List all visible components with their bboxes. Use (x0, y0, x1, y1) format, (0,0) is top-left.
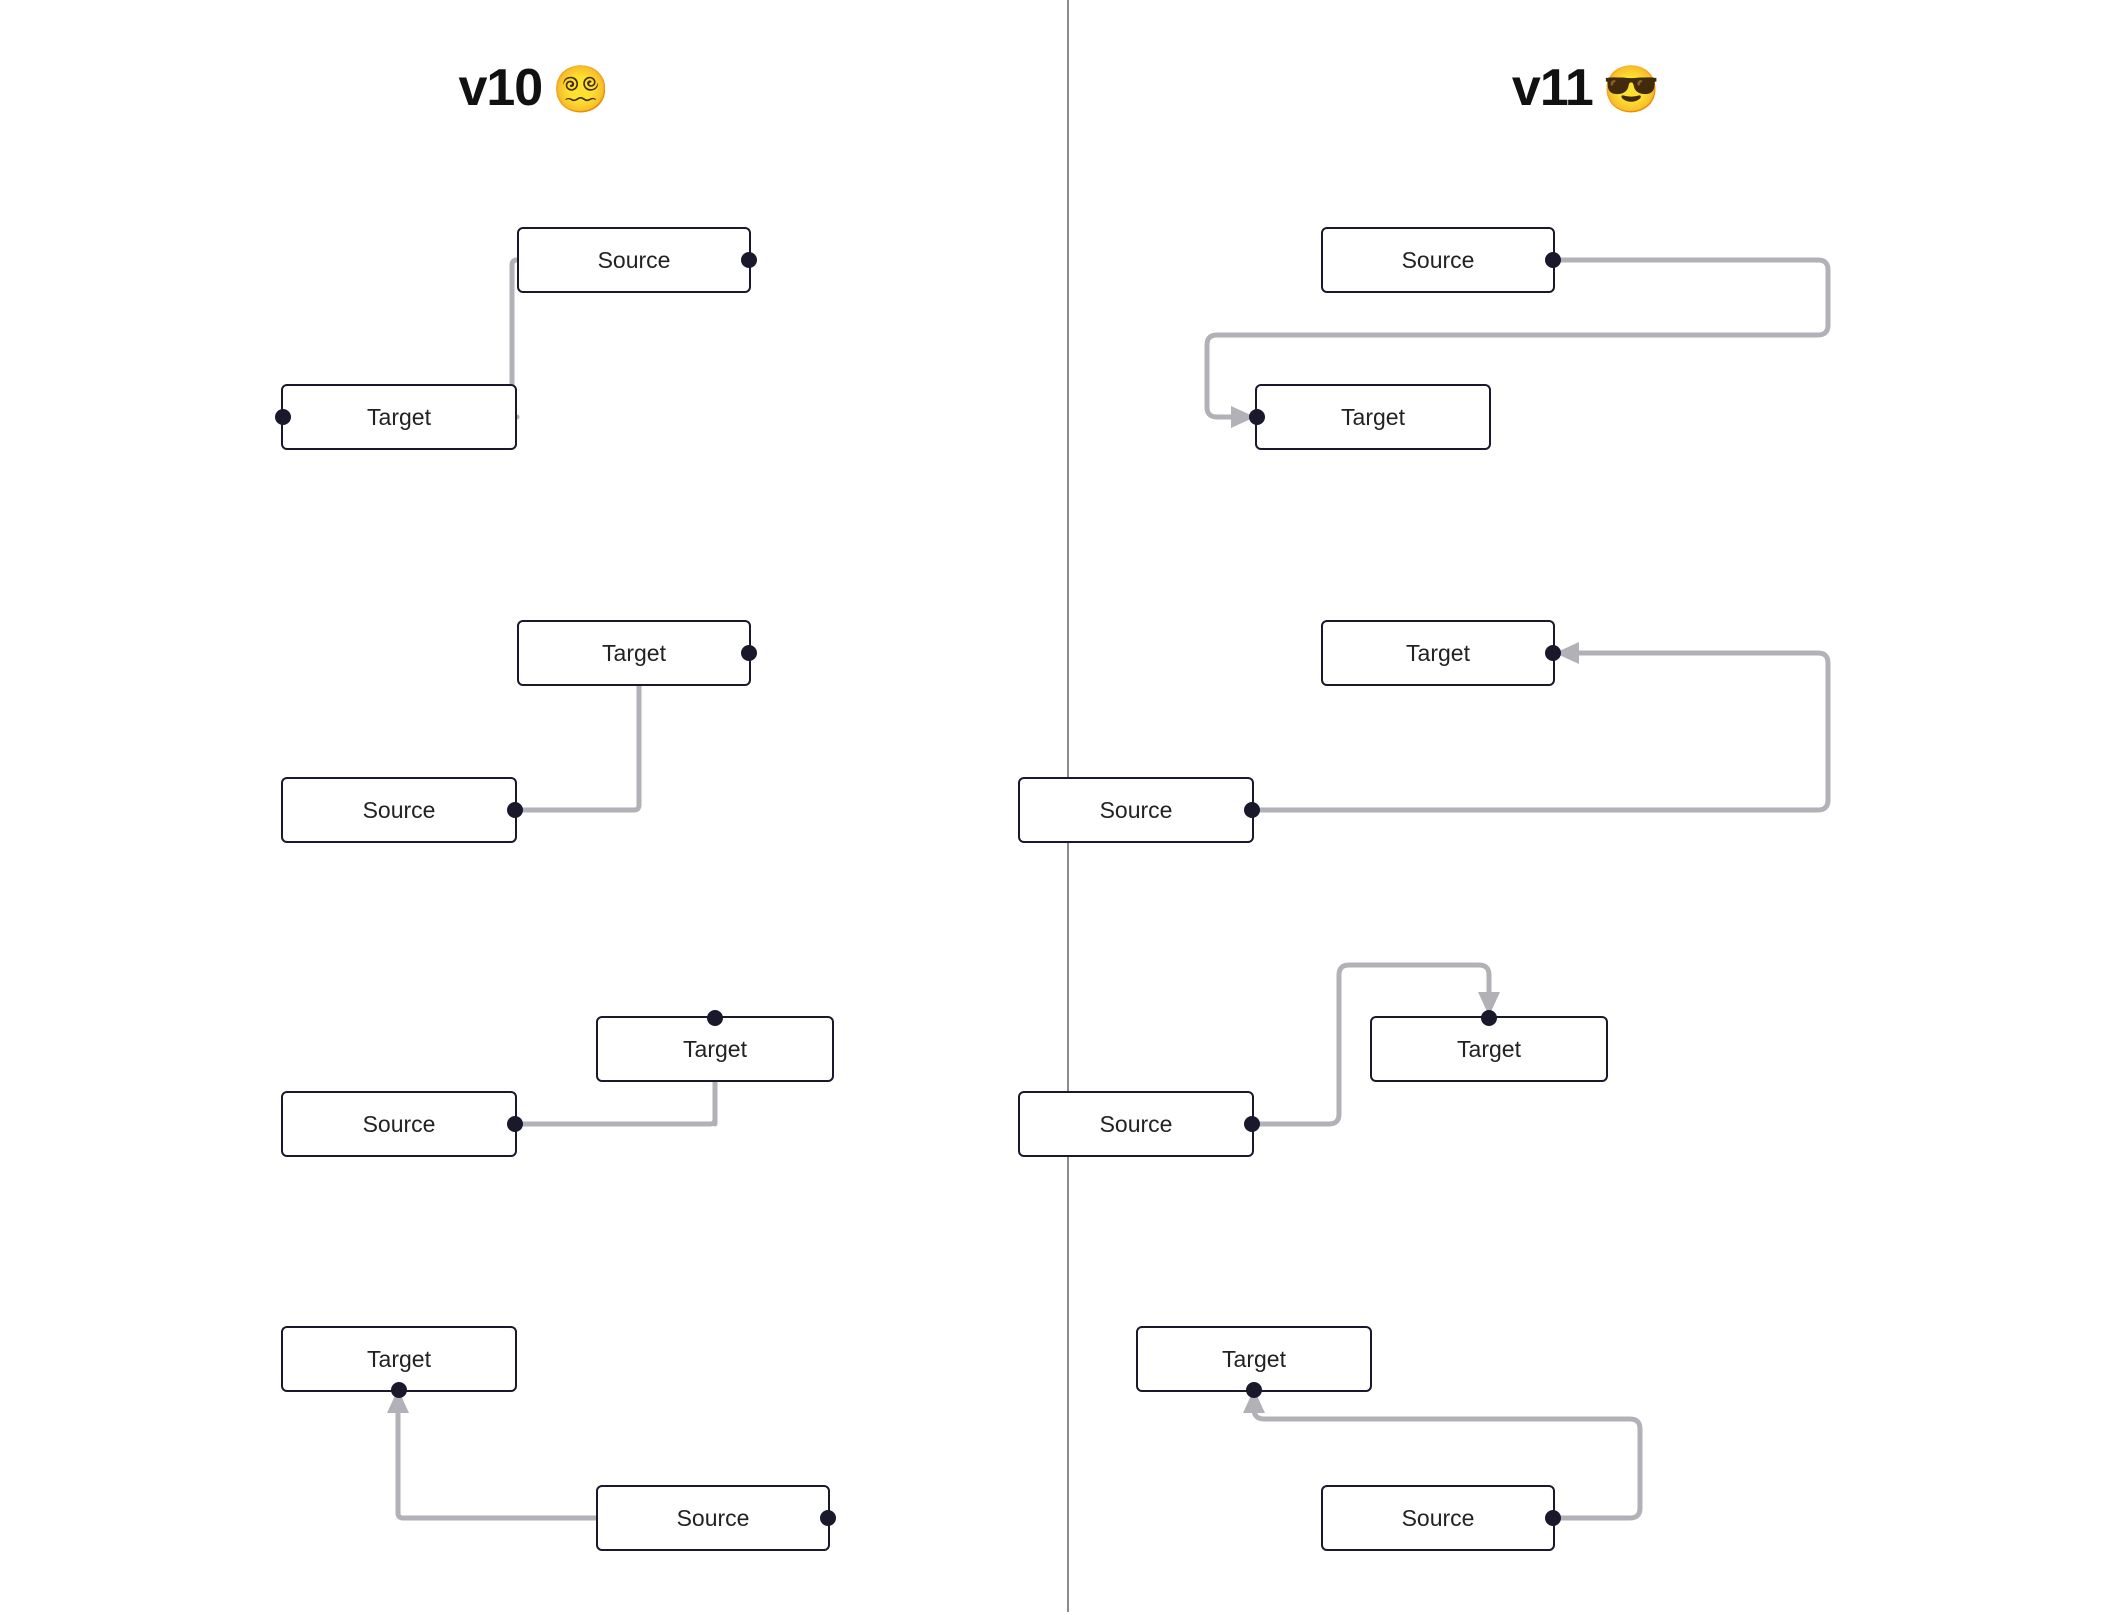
arrowhead-v10-case-4 (387, 1389, 409, 1413)
node-label: Target (1457, 1035, 1521, 1062)
node-v10-case-4-source[interactable]: Source (596, 1485, 836, 1551)
node-v11-case-3-target[interactable]: Target (1370, 1010, 1608, 1082)
node-label: Source (362, 1110, 436, 1137)
edge-v10-case-4 (395, 1405, 833, 1521)
node-v11-case-4-target[interactable]: Target (1136, 1326, 1372, 1398)
handle-target-bottom[interactable] (391, 1382, 407, 1398)
handle-target-top[interactable] (1481, 1010, 1497, 1026)
panel-title-text: v10 (458, 59, 543, 117)
handle-target-bottom[interactable] (1246, 1382, 1262, 1398)
node-label: Source (1099, 796, 1173, 823)
node-v11-case-2-target[interactable]: Target (1321, 620, 1561, 686)
node-v10-case-2-target[interactable]: Target (517, 620, 757, 686)
node-label: Source (362, 796, 436, 823)
node-label: Target (367, 403, 431, 430)
node-v10-case-3-target[interactable]: Target (596, 1010, 834, 1082)
smiling-face-with-sunglasses-emoji: 😎 (1602, 63, 1660, 115)
node-label: Source (597, 246, 671, 273)
handle-source-right[interactable] (741, 252, 757, 268)
node-label: Target (1406, 639, 1470, 666)
arrowhead-v11-case-3 (1478, 992, 1500, 1016)
panel-v11: v11😎 Source Target Target (1018, 0, 2102, 1615)
handle-source-right[interactable] (820, 1510, 836, 1526)
handle-target-right[interactable] (741, 645, 757, 661)
node-v11-case-1-target[interactable]: Target (1249, 384, 1491, 450)
face-with-spiral-eyes-emoji: 😵‍💫 (552, 63, 609, 115)
node-label: Source (1401, 1504, 1475, 1531)
handle-target-top[interactable] (707, 1010, 723, 1026)
edge-layer-v11 (1204, 257, 1831, 1521)
node-v11-case-3-source[interactable]: Source (1018, 1091, 1260, 1157)
edge-v11-case-3 (1251, 962, 1492, 1127)
node-v10-case-3-source[interactable]: Source (281, 1091, 523, 1157)
handle-target-right[interactable] (1545, 645, 1561, 661)
node-v11-case-2-source[interactable]: Source (1018, 777, 1260, 843)
panel-title-v10: v10😵‍💫 (0, 58, 1067, 118)
node-v10-case-4-target[interactable]: Target (281, 1326, 517, 1398)
node-label: Source (1401, 246, 1475, 273)
handle-source-right[interactable] (1545, 252, 1561, 268)
handle-target-left[interactable] (275, 409, 291, 425)
handle-source-right[interactable] (1545, 1510, 1561, 1526)
edge-v11-case-1 (1204, 257, 1831, 420)
node-label: Target (1341, 403, 1405, 430)
handle-source-right[interactable] (507, 802, 523, 818)
handle-source-right[interactable] (1244, 1116, 1260, 1132)
node-label: Source (676, 1504, 750, 1531)
handle-target-left[interactable] (1249, 409, 1265, 425)
arrowhead-v11-case-1 (1231, 406, 1255, 428)
handle-source-right[interactable] (1244, 802, 1260, 818)
panel-v10: v10😵‍💫 Source Target Target (0, 58, 1067, 1551)
edge-v11-case-2 (1251, 650, 1831, 813)
node-v11-case-1-source[interactable]: Source (1321, 227, 1561, 293)
node-label: Target (1222, 1345, 1286, 1372)
node-v11-case-4-source[interactable]: Source (1321, 1485, 1561, 1551)
panel-title-v11: v11😎 (1069, 58, 2102, 118)
edge-v11-case-4 (1251, 1406, 1643, 1521)
node-v10-case-1-target[interactable]: Target (275, 384, 517, 450)
arrowhead-v11-case-4 (1243, 1389, 1265, 1413)
node-label: Target (367, 1345, 431, 1372)
node-label: Target (602, 639, 666, 666)
node-label: Target (683, 1035, 747, 1062)
handle-source-right[interactable] (507, 1116, 523, 1132)
arrowhead-v11-case-2 (1555, 642, 1579, 664)
node-label: Source (1099, 1110, 1173, 1137)
node-v10-case-1-source[interactable]: Source (517, 227, 757, 293)
node-v10-case-2-source[interactable]: Source (281, 777, 523, 843)
panel-title-text: v11 (1511, 59, 1594, 117)
